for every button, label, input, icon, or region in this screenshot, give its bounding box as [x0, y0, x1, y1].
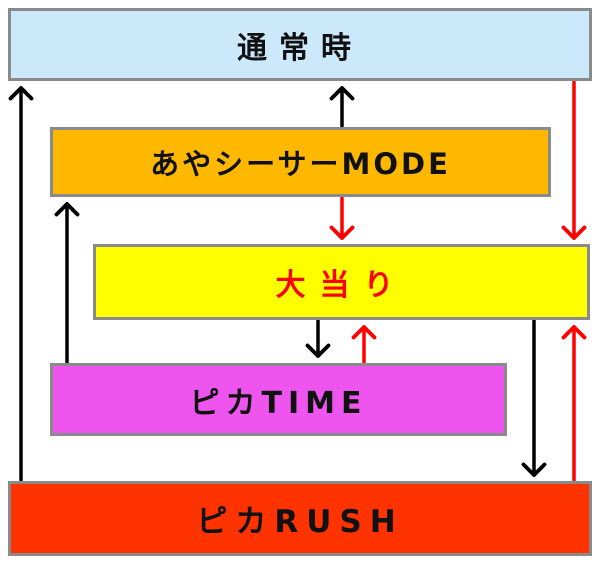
- state-pikarush-label: ピカRUSH: [196, 504, 404, 540]
- state-ooatari-box: 大当り: [93, 244, 590, 320]
- state-pikarush-box: ピカRUSH: [8, 481, 592, 556]
- state-normal-box: 通常時: [8, 8, 592, 81]
- state-pikatime-label: ピカTIME: [189, 385, 368, 421]
- state-ooatari-label: 大当り: [275, 268, 408, 303]
- state-pikatime-box: ピカTIME: [50, 363, 507, 436]
- state-ayashi-label: あやシーサーMODE: [150, 147, 451, 181]
- state-normal-label: 通常時: [237, 30, 363, 66]
- state-ayashi-box: あやシーサーMODE: [50, 127, 551, 197]
